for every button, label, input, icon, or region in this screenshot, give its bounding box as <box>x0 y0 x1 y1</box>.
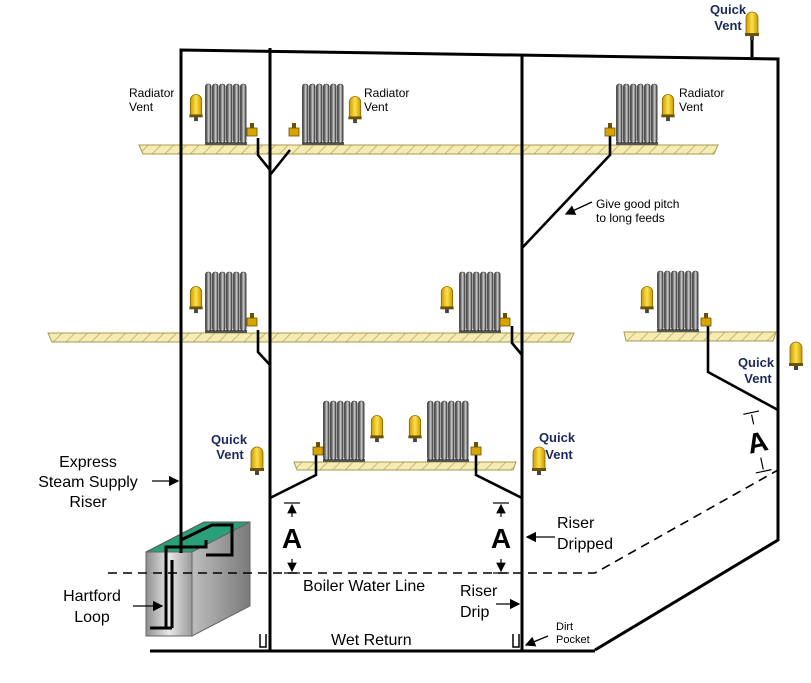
svg-text:Radiator: Radiator <box>364 86 409 100</box>
svg-text:Riser: Riser <box>69 494 107 511</box>
radiator-valve-icon <box>246 123 258 137</box>
floor-middle-right <box>623 331 777 342</box>
svg-text:Hartford: Hartford <box>63 588 121 605</box>
radiator-icon <box>657 270 699 332</box>
svg-text:A: A <box>282 523 302 554</box>
wet-return-label: Wet Return <box>331 632 412 649</box>
quick-vent-label-top: Quick Vent <box>710 2 747 33</box>
radiator-icon <box>616 83 658 145</box>
quick-vent-label-left: Quick Vent <box>211 432 248 462</box>
dirt-pocket-label: Dirt Pocket <box>556 621 590 646</box>
quick-vent-label-right: Quick Vent <box>738 355 775 386</box>
svg-text:A: A <box>744 425 770 460</box>
svg-text:A: A <box>491 523 511 554</box>
radiator-valve-icon <box>288 123 300 137</box>
svg-text:Quick: Quick <box>710 2 747 17</box>
svg-text:Vent: Vent <box>129 100 154 114</box>
floor-lower <box>293 461 517 471</box>
radiator-vent-icon <box>370 415 384 443</box>
riser-dripped-label: Riser Dripped <box>557 515 613 553</box>
radiator-icon <box>459 271 501 333</box>
quick-vent-label-center: Quick Vent <box>539 430 576 462</box>
radiator-valve-icon <box>499 313 511 327</box>
dimension-a-left: A <box>282 502 302 574</box>
radiator-vent-icon <box>189 94 203 122</box>
svg-text:Vent: Vent <box>714 18 742 33</box>
dirt-pockets <box>259 634 520 648</box>
radiator-vent-label-2: Radiator Vent <box>364 86 409 114</box>
quick-vent-icon <box>532 446 546 475</box>
svg-text:Vent: Vent <box>216 447 244 462</box>
svg-text:Riser: Riser <box>557 515 595 532</box>
radiator-icon <box>427 400 469 462</box>
vents <box>189 11 803 475</box>
radiator-valve-icon <box>246 313 258 327</box>
svg-text:to long feeds: to long feeds <box>596 211 665 225</box>
svg-text:Radiator: Radiator <box>129 86 174 100</box>
radiator-icon <box>205 83 247 145</box>
boiler-water-line <box>108 469 779 574</box>
pointer-arrows <box>133 201 593 647</box>
svg-text:Vent: Vent <box>364 100 389 114</box>
hartford-loop-piping <box>150 523 234 630</box>
radiator-valve-icon <box>312 442 324 456</box>
express-riser-label: Express Steam Supply Riser <box>38 454 138 511</box>
dimension-markers: A A A <box>282 410 772 574</box>
radiator-vent-label-3: Radiator Vent <box>679 86 724 114</box>
dimension-a-right: A <box>743 410 772 474</box>
svg-text:Quick: Quick <box>211 432 248 447</box>
svg-text:Dirt: Dirt <box>556 621 573 633</box>
radiator-valve-icon <box>470 442 482 456</box>
svg-text:Give good pitch: Give good pitch <box>596 197 679 211</box>
svg-text:Steam Supply: Steam Supply <box>38 474 138 491</box>
svg-text:Quick: Quick <box>738 355 775 370</box>
radiator-vent-icon <box>640 286 654 314</box>
svg-text:Quick: Quick <box>539 430 576 445</box>
radiators <box>205 83 699 462</box>
radiator-vent-icon <box>408 415 422 443</box>
hartford-loop-label: Hartford Loop <box>63 588 121 626</box>
svg-text:Drip: Drip <box>460 604 489 621</box>
radiator-vent-icon <box>661 94 675 122</box>
quick-vent-icon <box>745 11 759 40</box>
svg-text:Dripped: Dripped <box>557 536 613 553</box>
dimension-a-center: A <box>491 502 511 574</box>
svg-text:Vent: Vent <box>545 447 573 462</box>
pitch-note: Give good pitch to long feeds <box>596 197 679 225</box>
floor-top <box>138 144 719 155</box>
svg-text:Vent: Vent <box>744 371 772 386</box>
svg-text:Loop: Loop <box>74 609 110 626</box>
riser-drip-label: Riser Drip <box>460 583 498 621</box>
quick-vent-icon <box>789 341 803 370</box>
runout-pipes <box>256 135 779 500</box>
radiator-icon <box>323 400 365 462</box>
svg-text:Radiator: Radiator <box>679 86 724 100</box>
steam-mains <box>150 40 780 653</box>
svg-text:Vent: Vent <box>679 100 704 114</box>
quick-vent-icon <box>250 446 264 475</box>
svg-text:Pocket: Pocket <box>556 634 590 646</box>
radiator-icon <box>205 271 247 333</box>
boiler <box>145 521 251 637</box>
radiator-vent-icon <box>348 96 362 124</box>
radiator-vent-icon <box>440 286 454 314</box>
svg-text:Riser: Riser <box>460 583 498 600</box>
radiator-valve-icon <box>604 123 616 137</box>
svg-text:Express: Express <box>59 454 117 471</box>
radiator-vent-icon <box>189 286 203 314</box>
radiator-vent-label-1: Radiator Vent <box>129 86 174 114</box>
floor-middle-left <box>47 332 575 343</box>
radiator-icon <box>302 83 344 145</box>
boiler-water-line-label: Boiler Water Line <box>303 578 425 595</box>
radiator-valve-icon <box>700 313 712 327</box>
